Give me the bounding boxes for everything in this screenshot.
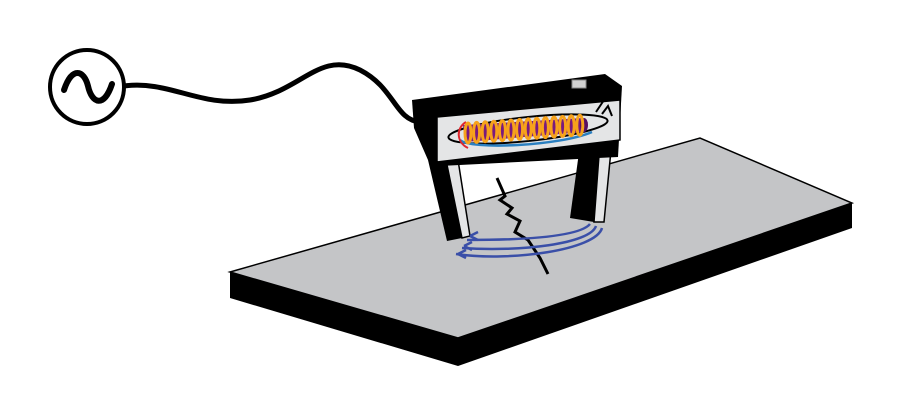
current-arrow-icon xyxy=(457,121,469,149)
magnetic-yoke xyxy=(412,74,622,166)
coil-winding xyxy=(532,116,542,140)
coil-winding xyxy=(540,116,550,140)
coil-winding xyxy=(575,113,585,137)
coil-winding xyxy=(463,121,473,145)
sine-wave-icon xyxy=(61,70,115,104)
magnetic-field-lines xyxy=(455,223,604,260)
power-cable xyxy=(123,62,421,125)
coil-winding xyxy=(497,119,507,143)
coil-winding xyxy=(523,117,533,141)
ac-power-source xyxy=(48,48,126,126)
coil xyxy=(463,113,588,145)
coil-winding xyxy=(566,114,576,138)
crack xyxy=(495,177,550,275)
coil-winding xyxy=(480,120,490,144)
coil-winding xyxy=(506,118,516,142)
coil-winding xyxy=(489,119,499,143)
coil-winding xyxy=(549,115,559,139)
yoke-switch xyxy=(571,79,587,89)
coil-winding xyxy=(515,117,525,141)
coil-winding xyxy=(472,120,482,144)
coil-winding xyxy=(558,114,568,138)
